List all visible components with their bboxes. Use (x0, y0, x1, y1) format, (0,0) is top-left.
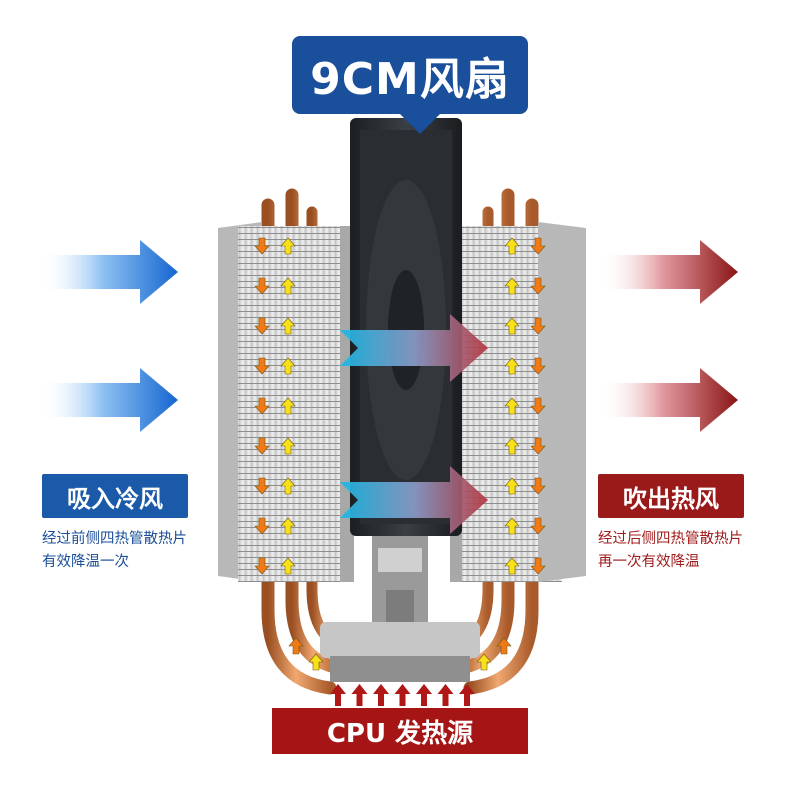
heat-up-arrow (504, 357, 520, 375)
exhaust-description: 经过后侧四热管散热片 再一次有效降温 (598, 528, 743, 574)
intake-description-line-1: 经过前侧四热管散热片 (42, 531, 187, 547)
base-flow-arrow (308, 653, 324, 671)
heat-up-arrow (504, 477, 520, 495)
exhaust-label: 吹出热风 (598, 474, 744, 518)
heat-up-arrow (280, 357, 296, 375)
cool-down-arrow (254, 477, 270, 495)
cool-down-arrow (254, 397, 270, 415)
exhaust-description-line-1: 经过后侧四热管散热片 (598, 531, 743, 547)
heat-up-arrow (280, 397, 296, 415)
cold-intake-arrow-top (40, 240, 178, 304)
cool-down-arrow (254, 237, 270, 255)
cool-down-arrow (254, 357, 270, 375)
base-flow-arrow (496, 637, 512, 655)
cool-down-arrow (530, 517, 546, 535)
cool-down-arrow (530, 317, 546, 335)
hot-exhaust-arrow-top (600, 240, 738, 304)
mounting-bracket (320, 536, 480, 682)
cpu-heat-arrows (330, 684, 475, 706)
cpu-heat-arrow (437, 684, 454, 706)
cool-down-arrow (530, 237, 546, 255)
cpu-heat-arrow (394, 684, 411, 706)
exhaust-description-line-2: 再一次有效降温 (598, 554, 700, 570)
base-flow-arrow (476, 653, 492, 671)
fan-label-pointer (398, 112, 442, 134)
cpu-heat-arrow (373, 684, 389, 706)
hot-exhaust-arrow-bottom (600, 368, 738, 432)
intake-label: 吸入冷风 (42, 474, 188, 518)
heat-up-arrow (280, 317, 296, 335)
heat-up-arrow (504, 237, 520, 255)
cpu-heat-arrow (416, 684, 432, 706)
heat-up-arrow (280, 477, 296, 495)
heat-up-arrow (280, 277, 296, 295)
intake-description-line-2: 有效降温一次 (42, 554, 129, 570)
cold-intake-arrow-bottom (40, 368, 178, 432)
cool-down-arrow (254, 517, 270, 535)
cool-down-arrow (530, 357, 546, 375)
cool-down-arrow (530, 277, 546, 295)
base-flow-arrow (288, 637, 304, 655)
cpu-heat-source-label: CPU 发热源 (272, 708, 528, 754)
heat-pipes (261, 188, 539, 695)
heat-up-arrow (504, 277, 520, 295)
cool-down-arrow (254, 277, 270, 295)
airflow-arrow-upper (340, 314, 488, 382)
right-heatsink-fins (450, 222, 586, 582)
left-heatsink-fins (218, 222, 354, 582)
heat-up-arrow (504, 437, 520, 455)
heat-up-arrow (280, 237, 296, 255)
cpu-heat-arrow (459, 684, 475, 706)
cool-down-arrow (530, 477, 546, 495)
heat-up-arrow (504, 557, 520, 575)
cool-down-arrow (254, 317, 270, 335)
heat-up-arrow (280, 517, 296, 535)
heat-up-arrow (504, 317, 520, 335)
intake-description: 经过前侧四热管散热片 有效降温一次 (42, 528, 187, 574)
heat-up-arrow (280, 437, 296, 455)
airflow-arrow-lower (340, 466, 488, 534)
cool-down-arrow (530, 557, 546, 575)
heat-flow-arrows (254, 237, 546, 671)
cool-down-arrow (530, 437, 546, 455)
heat-up-arrow (504, 397, 520, 415)
heat-up-arrow (504, 517, 520, 535)
fan (350, 118, 462, 536)
cool-down-arrow (254, 557, 270, 575)
fan-label: 9CM风扇 (292, 36, 528, 114)
cpu-heat-arrow (351, 684, 368, 706)
cpu-heat-arrow (330, 684, 346, 706)
cool-down-arrow (530, 397, 546, 415)
cool-down-arrow (254, 437, 270, 455)
heat-up-arrow (280, 557, 296, 575)
